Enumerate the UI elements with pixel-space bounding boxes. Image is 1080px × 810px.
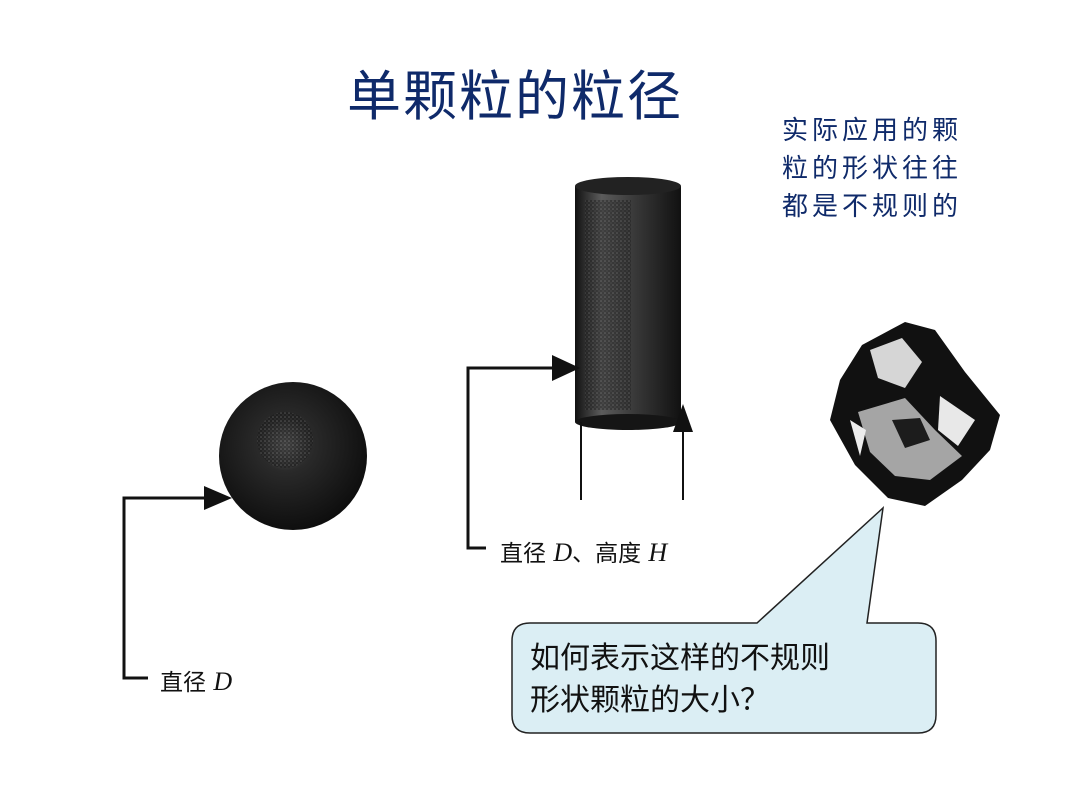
callout-line: 形状颗粒的大小？ — [530, 683, 770, 718]
irregular-particle — [830, 322, 1000, 506]
sphere-particle — [219, 382, 367, 530]
cylinder-label: 直径 D、高度 H — [500, 534, 667, 568]
side-note-line: 都是不规则的 — [782, 192, 963, 222]
side-note: 实际应用的颗 粒的形状往往 都是不规则的 — [782, 112, 1012, 226]
slide-title: 单颗粒的粒径 — [347, 65, 683, 128]
cylinder-height-arrow — [580, 404, 693, 500]
sphere-label-text: 直径 — [160, 670, 206, 696]
sphere-diameter-arrow — [122, 486, 232, 680]
sphere-label-symbol: D — [213, 667, 233, 696]
side-note-line: 实际应用的颗 — [782, 116, 963, 146]
cylinder-label-h: H — [648, 538, 668, 567]
sphere-label: 直径 D — [160, 663, 232, 697]
callout-line: 如何表示这样的不规则 — [530, 641, 830, 676]
callout-bubble — [511, 506, 937, 734]
cylinder-particle — [575, 177, 681, 430]
cylinder-label-d: D — [553, 538, 573, 567]
cylinder-label-sep: 、高度 — [572, 541, 642, 567]
side-note-line: 粒的形状往往 — [782, 154, 963, 184]
callout-text: 如何表示这样的不规则 形状颗粒的大小？ — [530, 638, 930, 722]
cylinder-diameter-arrow — [466, 355, 580, 550]
cylinder-label-text: 直径 — [500, 541, 546, 567]
